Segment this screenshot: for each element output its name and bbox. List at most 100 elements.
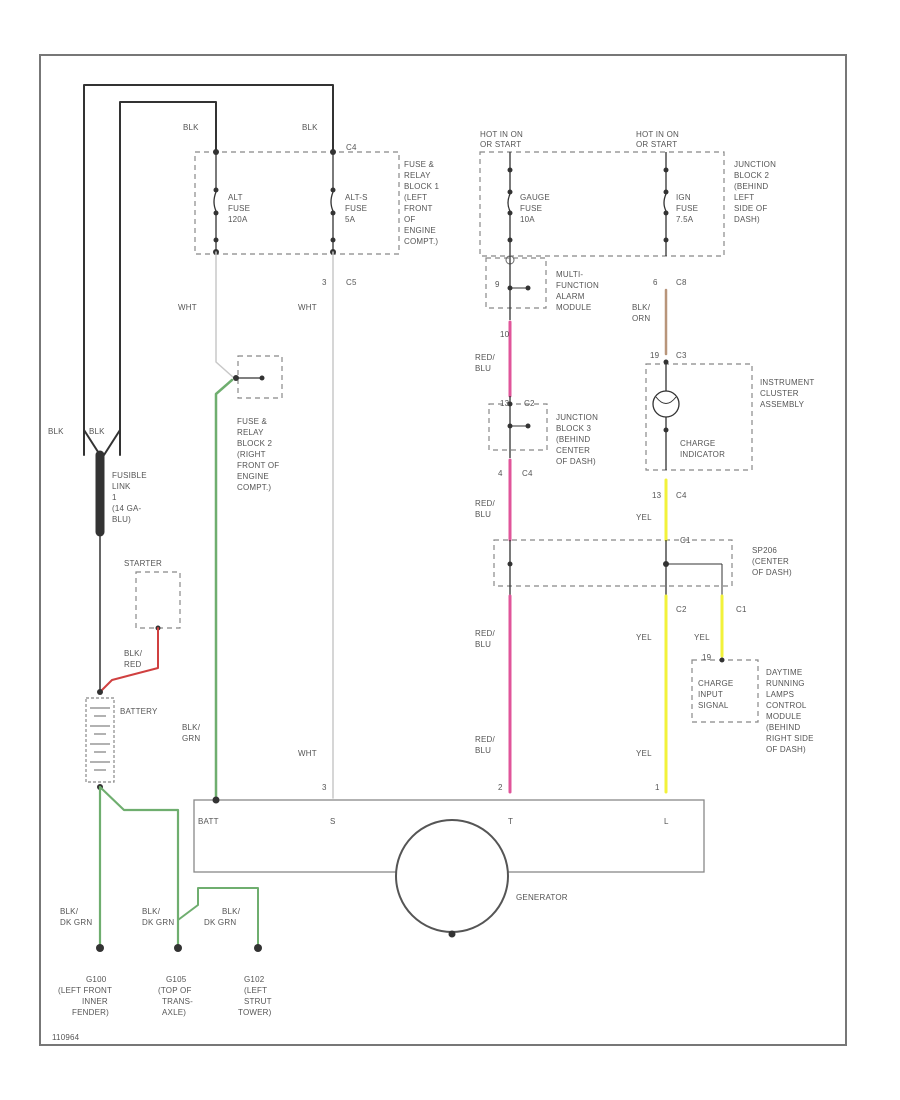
drl-dot — [719, 657, 725, 663]
label-charge-indicator: CHARGE INDICATOR — [680, 439, 725, 459]
label-c2-jb3: C2 — [524, 399, 535, 408]
label-wht2: WHT — [298, 303, 317, 312]
label-gnd-wire1: BLK/ DK GRN — [60, 907, 92, 927]
label-drl-module: DAYTIME RUNNING LAMPS CONTROL MODULE (BE… — [766, 668, 813, 754]
label-yel1: YEL — [636, 513, 652, 522]
label-c1-splice: C1 — [680, 536, 691, 545]
svg-text:BLU): BLU) — [112, 515, 131, 524]
label-pin6: 6 — [653, 278, 658, 287]
label-blk-red: BLK/ RED — [124, 649, 143, 669]
svg-text:FUSE: FUSE — [345, 204, 367, 213]
svg-text:BLOCK 3: BLOCK 3 — [556, 424, 592, 433]
svg-text:(BEHIND: (BEHIND — [734, 182, 768, 191]
battery-cells — [90, 707, 110, 771]
svg-text:IGN: IGN — [676, 193, 691, 202]
blk-cable-merge — [83, 429, 121, 456]
blk-red-wire — [99, 627, 159, 693]
label-c1-drl: C1 — [736, 605, 747, 614]
label-c4-top: C4 — [346, 143, 357, 152]
svg-text:G100: G100 — [86, 975, 107, 984]
svg-text:COMPT.): COMPT.) — [237, 483, 271, 492]
label-c2-splice: C2 — [676, 605, 687, 614]
svg-text:(BEHIND: (BEHIND — [766, 723, 800, 732]
svg-text:ALT-S: ALT-S — [345, 193, 368, 202]
svg-text:BLK/: BLK/ — [632, 303, 651, 312]
svg-text:DK GRN: DK GRN — [60, 918, 92, 927]
svg-text:OF DASH): OF DASH) — [556, 457, 596, 466]
svg-text:7.5A: 7.5A — [676, 215, 694, 224]
svg-text:FUSE &: FUSE & — [404, 160, 435, 169]
wht-wire-alt — [215, 251, 235, 379]
svg-text:SIGNAL: SIGNAL — [698, 701, 729, 710]
alt-fuse-dot1 — [213, 187, 219, 193]
svg-text:FRONT: FRONT — [404, 204, 433, 213]
svg-text:GAUGE: GAUGE — [520, 193, 550, 202]
label-pin19: 19 — [650, 351, 660, 360]
label-yel3: YEL — [694, 633, 710, 642]
fuse-relay-block2-outline — [237, 355, 283, 399]
blk-battery-cable-inner — [119, 101, 217, 456]
svg-text:MODULE: MODULE — [556, 303, 591, 312]
svg-text:RELAY: RELAY — [404, 171, 431, 180]
cluster-dot-mid — [663, 427, 669, 433]
label-gen-pin2: 2 — [498, 783, 503, 792]
label-pin4: 4 — [498, 469, 503, 478]
label-gen-pin3: 3 — [322, 783, 327, 792]
svg-text:DASH): DASH) — [734, 215, 760, 224]
svg-text:SIDE OF: SIDE OF — [734, 204, 767, 213]
junction-block3-outline — [488, 403, 548, 451]
svg-text:FUNCTION: FUNCTION — [556, 281, 599, 290]
alts-fuse-dot2 — [330, 210, 336, 216]
svg-text:FENDER): FENDER) — [72, 1008, 109, 1017]
svg-text:(BEHIND: (BEHIND — [556, 435, 590, 444]
label-gnd-wire3: BLK/ DK GRN — [204, 907, 241, 927]
svg-text:BLK/: BLK/ — [124, 649, 143, 658]
svg-text:BLK/: BLK/ — [222, 907, 241, 916]
ign-fuse-dot2 — [663, 210, 669, 216]
svg-text:RED/: RED/ — [475, 353, 495, 362]
svg-text:(LEFT FRONT: (LEFT FRONT — [58, 986, 112, 995]
svg-text:SP206: SP206 — [752, 546, 777, 555]
svg-text:RED/: RED/ — [475, 629, 495, 638]
label-red-blu-3: RED/ BLU — [475, 629, 495, 649]
label-pin9: 9 — [495, 280, 500, 289]
svg-text:INPUT: INPUT — [698, 690, 723, 699]
svg-text:INDICATOR: INDICATOR — [680, 450, 725, 459]
label-pin3: 3 — [322, 278, 327, 287]
ign-fuse-symbol — [663, 152, 667, 256]
label-c3: C3 — [676, 351, 687, 360]
svg-text:MULTI-: MULTI- — [556, 270, 583, 279]
alts-fuse-symbol — [330, 152, 334, 252]
svg-text:DAYTIME: DAYTIME — [766, 668, 802, 677]
svg-text:CLUSTER: CLUSTER — [760, 389, 799, 398]
gnd-wire-g102 — [177, 887, 259, 946]
svg-text:BLK/: BLK/ — [142, 907, 161, 916]
svg-text:RED/: RED/ — [475, 735, 495, 744]
label-instrument-cluster: INSTRUMENT CLUSTER ASSEMBLY — [760, 378, 814, 409]
svg-text:(RIGHT: (RIGHT — [237, 450, 266, 459]
svg-text:FUSE: FUSE — [228, 204, 250, 213]
battery-body — [85, 697, 115, 783]
svg-text:(CENTER: (CENTER — [752, 557, 789, 566]
svg-text:G102: G102 — [244, 975, 265, 984]
ign-fuse-dot1 — [663, 189, 669, 195]
label-batt: BATT — [198, 817, 219, 826]
svg-text:FUSIBLE: FUSIBLE — [112, 471, 147, 480]
label-hot-in-on-1b: OR START — [480, 140, 521, 149]
svg-text:ENGINE: ENGINE — [237, 472, 269, 481]
starter-outline — [135, 571, 181, 629]
label-pin13: 13 — [500, 399, 510, 408]
diagram-frame — [39, 54, 847, 1046]
figure-id: 110964 — [52, 1033, 80, 1042]
sp206-outline — [493, 539, 733, 587]
svg-text:G105: G105 — [166, 975, 187, 984]
label-red-blu-4: RED/ BLU — [475, 735, 495, 755]
svg-text:FRONT OF: FRONT OF — [237, 461, 279, 470]
svg-text:RELAY: RELAY — [237, 428, 264, 437]
label-hot-in-on-1: HOT IN ON — [480, 130, 523, 139]
svg-text:BLU: BLU — [475, 510, 491, 519]
label-alt-s-fuse: ALT-S FUSE 5A — [345, 193, 368, 224]
svg-text:INNER: INNER — [82, 997, 108, 1006]
label-gnd-wire2: BLK/ DK GRN — [142, 907, 174, 927]
instrument-cluster-outline — [645, 363, 753, 471]
